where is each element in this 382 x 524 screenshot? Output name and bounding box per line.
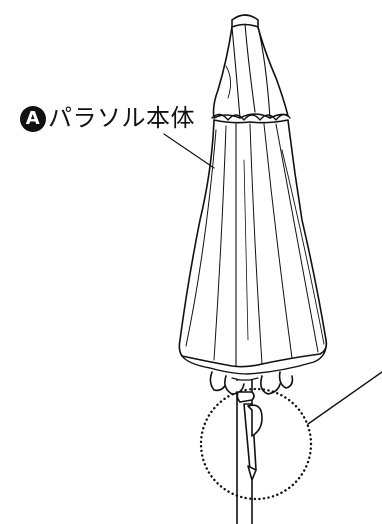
canopy-label-text: パラソル本体 — [48, 104, 195, 132]
canopy-vent — [212, 23, 289, 119]
detail-circle — [199, 387, 313, 501]
canopy-body — [178, 119, 328, 368]
detail-pointer-line — [307, 371, 382, 425]
marker-a-badge: A — [20, 106, 46, 132]
rib-tips — [209, 371, 294, 395]
crank-handle — [236, 391, 263, 481]
callout-leader — [163, 133, 215, 169]
